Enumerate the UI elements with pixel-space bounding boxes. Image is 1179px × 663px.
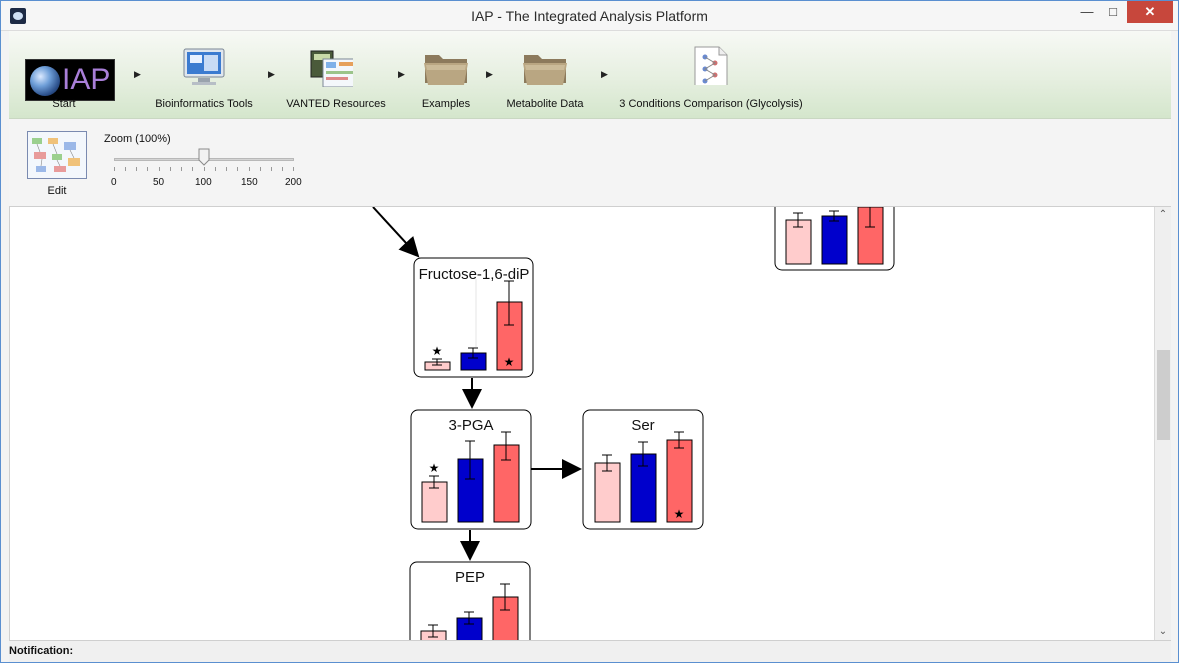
toolbar-item-label: 3 Conditions Comparison (Glycolysis) [619,98,803,110]
significance-star-icon: ★ [504,355,515,369]
zoom-tick-label: 50 [153,177,165,188]
significance-star-icon: ★ [429,461,440,475]
network-node-3pga[interactable]: 3-PGA ★ [410,409,532,530]
significance-star-icon: ★ [674,507,685,521]
view-controls-bar: Edit Zoom (100%) 0 50 100 150 200 [9,119,1171,207]
significance-star-icon: ★ [432,344,443,358]
zoom-slider-ticks [114,167,294,173]
scroll-up-arrow-icon[interactable]: ⌃ [1158,209,1168,220]
node-title: Ser [631,417,654,434]
iap-logo-icon: IAP [25,59,115,101]
close-button[interactable]: ✕ [1127,1,1173,23]
zoom-tick-label: 100 [195,177,212,188]
edit-network-button[interactable] [27,131,87,179]
breadcrumb-arrow-icon: ▶ [268,69,275,79]
toolbar-item-label: Examples [421,98,471,110]
monitor-icon [183,48,225,85]
notification-label: Notification: [9,645,74,657]
pathway-graph[interactable]: Fructose-1,6-diP ★ ★ 3-PGA [10,207,1154,640]
title-bar: IAP - The Integrated Analysis Platform —… [1,1,1178,31]
pathway-document-icon [694,46,728,85]
breadcrumb-arrow-icon: ▶ [134,69,141,79]
folder-icon [424,55,468,85]
toolbar-item-label: VANTED Resources [286,98,386,110]
status-bar: Notification: [9,640,1171,662]
network-thumbnail-icon [28,132,86,178]
node-title: Fructose-1,6-diP [419,266,530,283]
network-node-partial[interactable] [774,207,895,271]
node-title: PEP [455,569,485,586]
vertical-scrollbar[interactable]: ⌃ ⌄ [1154,207,1171,640]
app-icon[interactable] [10,8,26,24]
maximize-button[interactable]: □ [1109,4,1117,19]
edit-label: Edit [47,185,67,197]
folder-icon [523,55,567,85]
scrollbar-thumb[interactable] [1157,350,1170,440]
breadcrumb-arrow-icon: ▶ [601,69,608,79]
zoom-slider-handle[interactable] [198,148,210,166]
zoom-tick-label: 200 [285,177,302,188]
navigation-toolbar: IAP Start ▶ Bioinformatics Tools ▶ [9,31,1171,119]
network-node-ser[interactable]: Ser ★ [582,409,704,530]
network-node-pep[interactable]: PEP [409,561,531,640]
zoom-tick-label: 0 [111,177,117,188]
zoom-label: Zoom (100%) [104,133,171,145]
node-title: 3-PGA [448,417,493,434]
toolbar-item-label: Start [52,98,76,110]
breadcrumb-arrow-icon: ▶ [486,69,493,79]
edge-incoming-fructose [372,207,420,258]
zoom-tick-label: 150 [241,177,258,188]
toolbar-item-label: Bioinformatics Tools [155,98,253,110]
minimize-button[interactable]: — [1080,4,1094,19]
breadcrumb-arrow-icon: ▶ [398,69,405,79]
vanted-resources-icon [310,50,353,87]
window-title: IAP - The Integrated Analysis Platform [471,8,708,24]
toolbar-item-label: Metabolite Data [506,98,584,110]
network-node-fructose[interactable]: Fructose-1,6-diP ★ ★ [413,257,534,378]
network-canvas[interactable]: Fructose-1,6-diP ★ ★ 3-PGA [9,207,1154,640]
scroll-down-arrow-icon[interactable]: ⌄ [1158,626,1168,637]
